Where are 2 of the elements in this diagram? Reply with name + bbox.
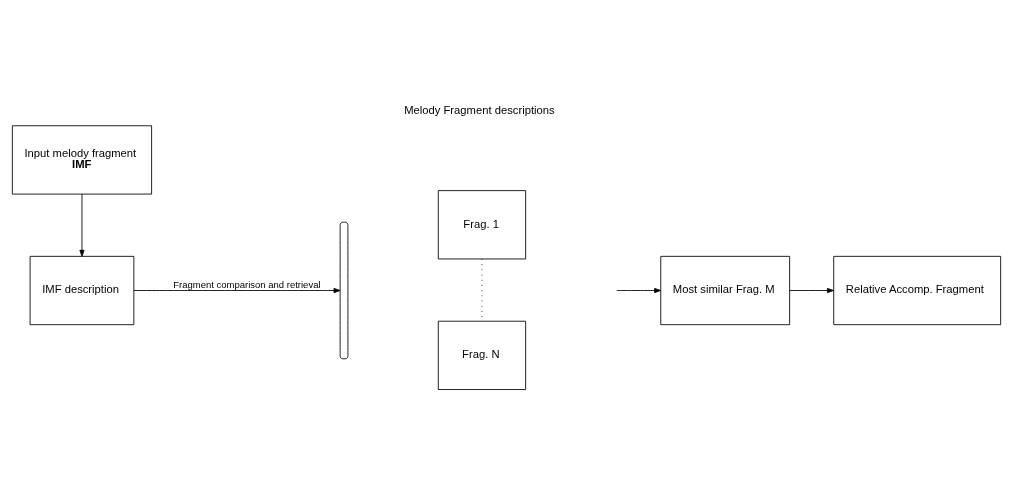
label: Melody Fragment descriptions: [404, 103, 555, 116]
edge-label: Fragment comparison and retrieval: [173, 278, 321, 290]
